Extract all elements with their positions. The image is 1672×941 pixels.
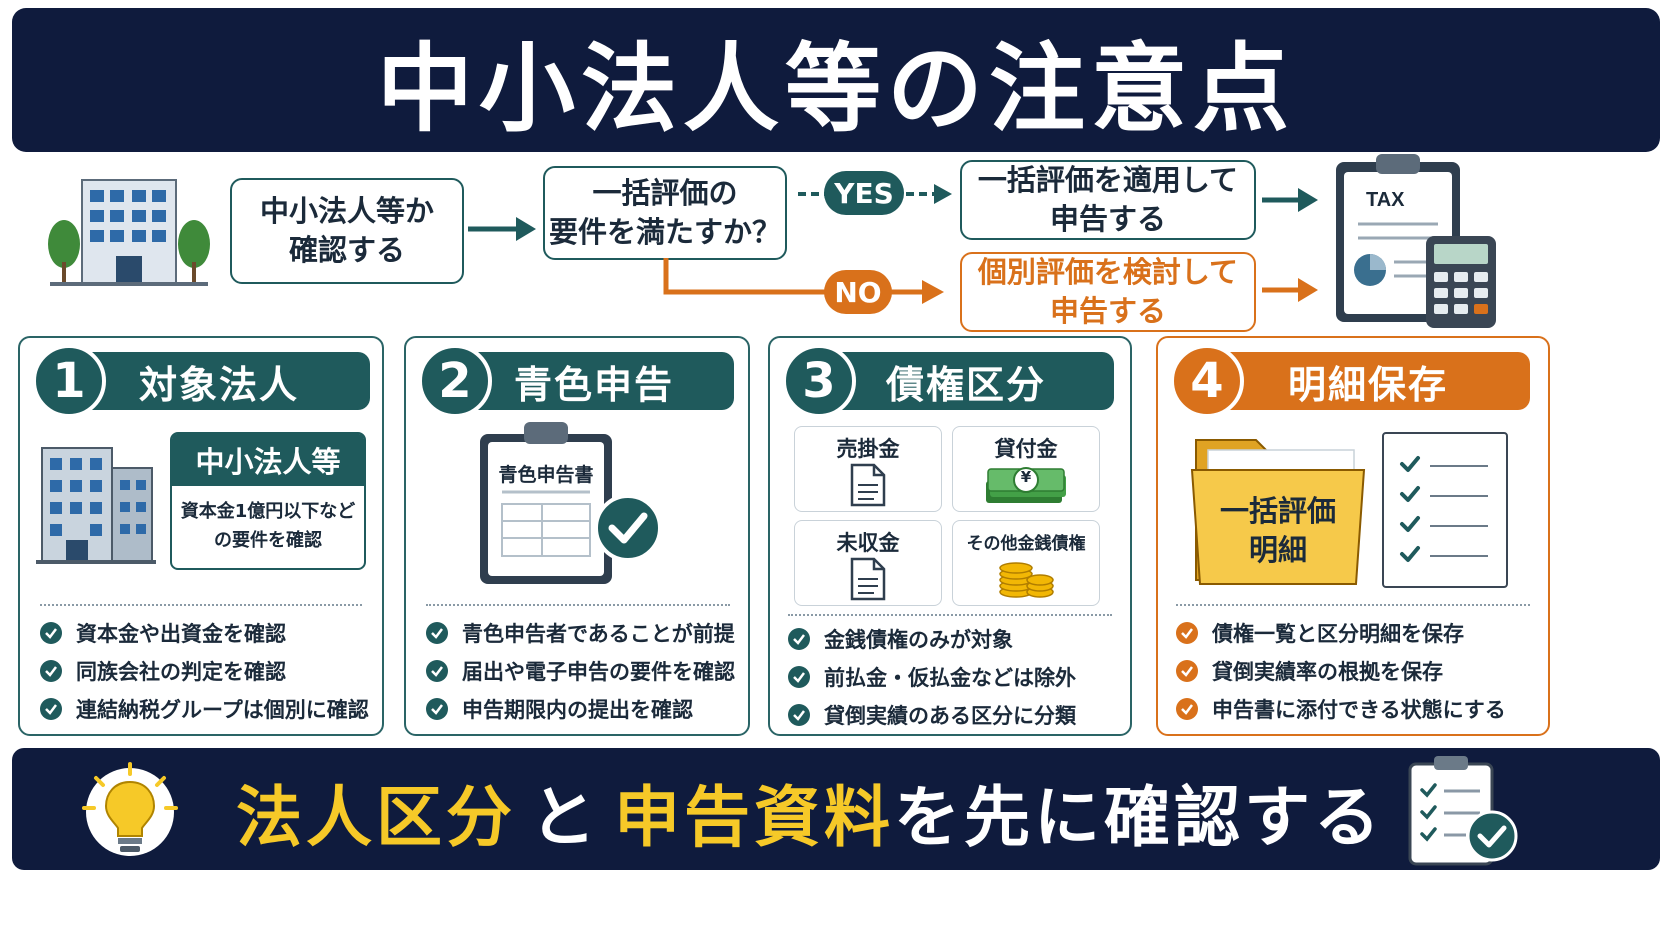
arrow-right-icon [1262,278,1318,302]
folder-label: 一括評価 明細 [1219,494,1336,568]
category-loans-receivable: 貸付金 ¥ [952,426,1100,512]
no-badge: NO [824,270,892,314]
check-icon [1176,698,1198,720]
panel-4-checklist: 債権一覧と区分明細を保存 貸倒実績率の根拠を保存 申告書に添付できる状態にする [1176,614,1506,728]
folder-icon: 一括評価 明細 [1190,430,1370,590]
sme-tag-body: 資本金1億円以下など の要件を確認 [180,501,356,551]
list-item: 前払金・仮払金などは除外 [788,658,1076,696]
yes-arrow-icon [798,184,952,204]
bottom-highlight-return-materials: 申告資料 [614,779,894,856]
divider [40,604,362,606]
flow-question-box: 一括評価の 要件を満たすか？ [543,166,787,260]
check-icon [788,666,810,688]
no-arrow-icon [663,258,944,304]
arrow-right-icon [1262,188,1318,212]
arrow-right-icon [468,217,536,241]
blue-return-doc-title: 青色申告書 [498,464,594,486]
bottom-highlight-corporate-category: 法人区分 [236,779,516,856]
divider [426,604,730,606]
bottom-connector: と [530,779,600,856]
office-building-icon [34,428,158,568]
lightbulb-icon [78,760,182,858]
title-banner: 中小法人等の注意点 [12,8,1660,152]
document-icon [850,557,886,601]
panel-4-number: 4 [1170,344,1244,418]
yen-sign: ¥ [1020,468,1032,486]
bottom-tail: を先に確認する [894,779,1384,856]
checklist-sheet-icon [1382,432,1508,588]
yes-badge: YES [824,171,904,215]
clipboard-document-icon: 青色申告書 [476,420,666,588]
check-icon [1176,660,1198,682]
bottom-banner [12,748,1660,870]
bottom-message: 法人区分 と 申告資料 を先に確認する [236,772,1384,856]
check-icon [40,698,62,720]
list-item: 申告期限内の提出を確認 [426,690,735,728]
list-item: 金銭債権のみが対象 [788,620,1076,658]
check-icon [1176,622,1198,644]
panel-3-number: 3 [782,344,856,418]
sme-tag-card: 中小法人等 資本金1億円以下など の要件を確認 [170,432,366,570]
list-item: 資本金や出資金を確認 [40,614,369,652]
panel-4-heading: 明細保存 [1206,352,1530,410]
list-item: 青色申告者であることが前提 [426,614,735,652]
tax-document-icon: TAX [1330,152,1500,332]
check-icon [426,698,448,720]
document-icon [850,463,886,507]
check-icon [40,622,62,644]
panel-1-checklist: 資本金や出資金を確認 同族会社の判定を確認 連結納税グループは個別に確認 [40,614,369,728]
list-item: 貸倒実績のある区分に分類 [788,696,1076,734]
page-title: 中小法人等の注意点 [377,32,1295,145]
office-building-icon [44,166,214,290]
panel-2-number: 2 [418,344,492,418]
cash-stack-icon: ¥ [984,463,1068,507]
panel-2-checklist: 青色申告者であることが前提 届出や電子申告の要件を確認 申告期限内の提出を確認 [426,614,735,728]
coins-icon [999,562,1054,598]
list-item: 同族会社の判定を確認 [40,652,369,690]
category-accrued-income: 未収金 [794,520,942,606]
category-other-monetary-claims: その他金銭債権 [952,520,1100,606]
check-icon [788,628,810,650]
list-item: 連結納税グループは個別に確認 [40,690,369,728]
panel-1-heading: 対象法人 [68,352,370,410]
list-item: 申告書に添付できる状態にする [1176,690,1506,728]
list-item: 届出や電子申告の要件を確認 [426,652,735,690]
check-icon [40,660,62,682]
check-icon [788,704,810,726]
sme-tag-title: 中小法人等 [172,434,364,486]
category-accounts-receivable: 売掛金 [794,426,942,512]
list-item: 債権一覧と区分明細を保存 [1176,614,1506,652]
panel-2-heading: 青色申告 [454,352,734,410]
list-item: 貸倒実績率の根拠を保存 [1176,652,1506,690]
divider [788,614,1112,616]
panel-3-checklist: 金銭債権のみが対象 前払金・仮払金などは除外 貸倒実績のある区分に分類 [788,620,1076,734]
flow-yes-result: 一括評価を適用して 申告する [960,160,1256,240]
clipboard-check-icon [1406,754,1524,868]
flow-no-result: 個別評価を検討して 申告する [960,252,1256,332]
flow-step-confirm-sme: 中小法人等か 確認する [230,178,464,284]
tax-label: TAX [1366,189,1405,211]
panel-1-number: 1 [32,344,106,418]
panel-3-heading: 債権区分 [818,352,1114,410]
check-icon [426,660,448,682]
check-icon [426,622,448,644]
divider [1176,604,1530,606]
